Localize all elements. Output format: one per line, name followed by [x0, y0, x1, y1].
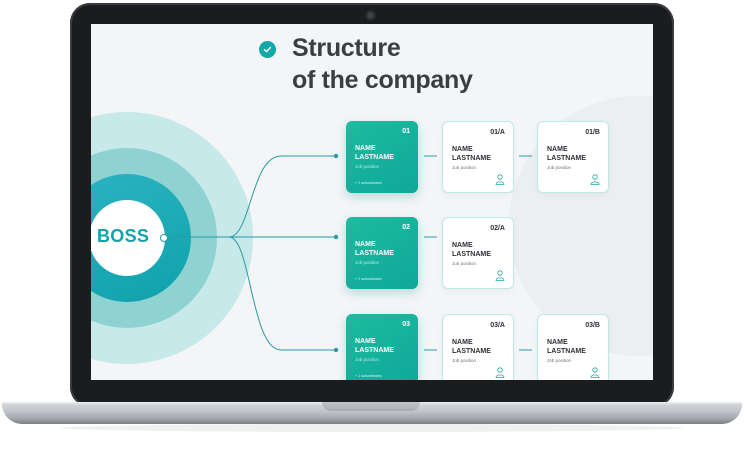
- laptop-shadow: [60, 424, 684, 432]
- card-position: Job position: [452, 358, 477, 363]
- employee-card-main[interactable]: 03 NAME LASTNAME Job position + 1 subord…: [346, 314, 418, 380]
- card-name: NAME LASTNAME: [452, 145, 491, 163]
- employee-card-sub[interactable]: 02/A NAME LASTNAME Job position: [442, 217, 514, 289]
- connector-boss-row3: [228, 236, 336, 351]
- card-name: NAME LASTNAME: [547, 338, 586, 356]
- connector-lines: [165, 153, 532, 353]
- laptop-base: [2, 402, 742, 424]
- connector-dot: [333, 153, 339, 159]
- employee-card-sub[interactable]: 01/B NAME LASTNAME Job position: [537, 121, 609, 193]
- boss-connector-dot: [160, 234, 168, 242]
- boss-label: BOSS: [97, 226, 150, 246]
- person-icon: [495, 367, 505, 378]
- card-name: NAME LASTNAME: [355, 240, 394, 258]
- card-name: NAME LASTNAME: [355, 144, 394, 162]
- person-icon: [590, 367, 600, 378]
- card-first-name: NAME: [452, 242, 473, 249]
- card-number: 03: [402, 321, 410, 328]
- person-icon: [495, 270, 505, 281]
- card-number: 03/B: [585, 322, 600, 329]
- card-position: Job position: [547, 165, 572, 170]
- card-first-name: NAME: [355, 145, 376, 152]
- employee-card-main[interactable]: 01 NAME LASTNAME Job position + 1 subord…: [346, 121, 418, 193]
- card-last-name: LASTNAME: [547, 155, 586, 162]
- card-last-name: LASTNAME: [355, 347, 394, 354]
- person-icon: [590, 174, 600, 185]
- card-first-name: NAME: [452, 339, 473, 346]
- connector-dot: [333, 347, 339, 353]
- card-position: Job position: [355, 164, 380, 169]
- connector-boss-row1: [228, 155, 336, 238]
- card-number: 02: [402, 224, 410, 231]
- card-first-name: NAME: [547, 339, 568, 346]
- check-icon: [259, 41, 276, 58]
- title-line-2: of the company: [292, 66, 473, 94]
- boss-center: [91, 200, 165, 276]
- card-position: Job position: [547, 358, 572, 363]
- card-first-name: NAME: [355, 338, 376, 345]
- card-last-name: LASTNAME: [547, 348, 586, 355]
- employee-card-sub[interactable]: 03/B NAME LASTNAME Job position: [537, 314, 609, 380]
- card-last-name: LASTNAME: [452, 348, 491, 355]
- card-last-name: LASTNAME: [452, 155, 491, 162]
- subordinates-link[interactable]: + 1 subordinates: [355, 374, 382, 378]
- employee-card-sub[interactable]: 01/A NAME LASTNAME Job position: [442, 121, 514, 193]
- laptop-screen: Structure of the company BOSS: [91, 24, 653, 380]
- employee-card-main[interactable]: 02 NAME LASTNAME Job position + 1 subord…: [346, 217, 418, 289]
- subordinates-link[interactable]: + 1 subordinates: [355, 181, 382, 185]
- card-name: NAME LASTNAME: [355, 337, 394, 355]
- card-number: 01: [402, 128, 410, 135]
- person-icon: [495, 174, 505, 185]
- card-number: 03/A: [490, 322, 505, 329]
- card-position: Job position: [355, 357, 380, 362]
- title-line-1: Structure: [292, 34, 401, 62]
- card-last-name: LASTNAME: [355, 250, 394, 257]
- card-number: 02/A: [490, 225, 505, 232]
- card-number: 01/A: [490, 129, 505, 136]
- card-position: Job position: [355, 260, 380, 265]
- slide-title: Structure of the company: [292, 32, 473, 96]
- card-name: NAME LASTNAME: [452, 241, 491, 259]
- subordinates-link[interactable]: + 1 subordinates: [355, 277, 382, 281]
- camera-icon: [367, 12, 374, 19]
- card-name: NAME LASTNAME: [547, 145, 586, 163]
- employee-card-sub[interactable]: 03/A NAME LASTNAME Job position: [442, 314, 514, 380]
- card-position: Job position: [452, 165, 477, 170]
- card-last-name: LASTNAME: [452, 251, 491, 258]
- laptop-notch: [322, 402, 420, 411]
- connector-dot: [333, 234, 339, 240]
- card-position: Job position: [452, 261, 477, 266]
- card-first-name: NAME: [452, 146, 473, 153]
- card-name: NAME LASTNAME: [452, 338, 491, 356]
- card-number: 01/B: [585, 129, 600, 136]
- card-first-name: NAME: [547, 146, 568, 153]
- card-last-name: LASTNAME: [355, 154, 394, 161]
- card-first-name: NAME: [355, 241, 376, 248]
